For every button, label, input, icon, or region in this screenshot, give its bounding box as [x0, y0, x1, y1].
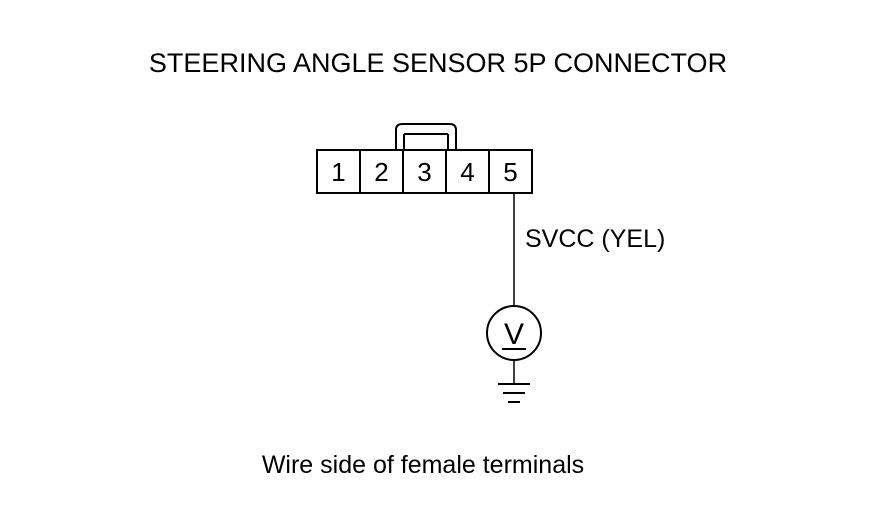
- connector-lock-tab: [395, 123, 457, 150]
- connector-body: [316, 149, 533, 194]
- ground-icon: [498, 383, 530, 403]
- diagram-title: STEERING ANGLE SENSOR 5P CONNECTOR: [149, 48, 727, 78]
- terminal-1: 1: [331, 157, 345, 187]
- voltmeter-symbol: V: [504, 318, 524, 351]
- terminal-5: 5: [503, 157, 517, 187]
- diagram-caption: Wire side of female terminals: [262, 451, 584, 479]
- wire-label: SVCC (YEL): [525, 225, 665, 253]
- terminal-4: 4: [460, 157, 474, 187]
- terminal-2: 2: [374, 157, 388, 187]
- terminal-3: 3: [417, 157, 431, 187]
- voltmeter-icon: V: [486, 305, 542, 361]
